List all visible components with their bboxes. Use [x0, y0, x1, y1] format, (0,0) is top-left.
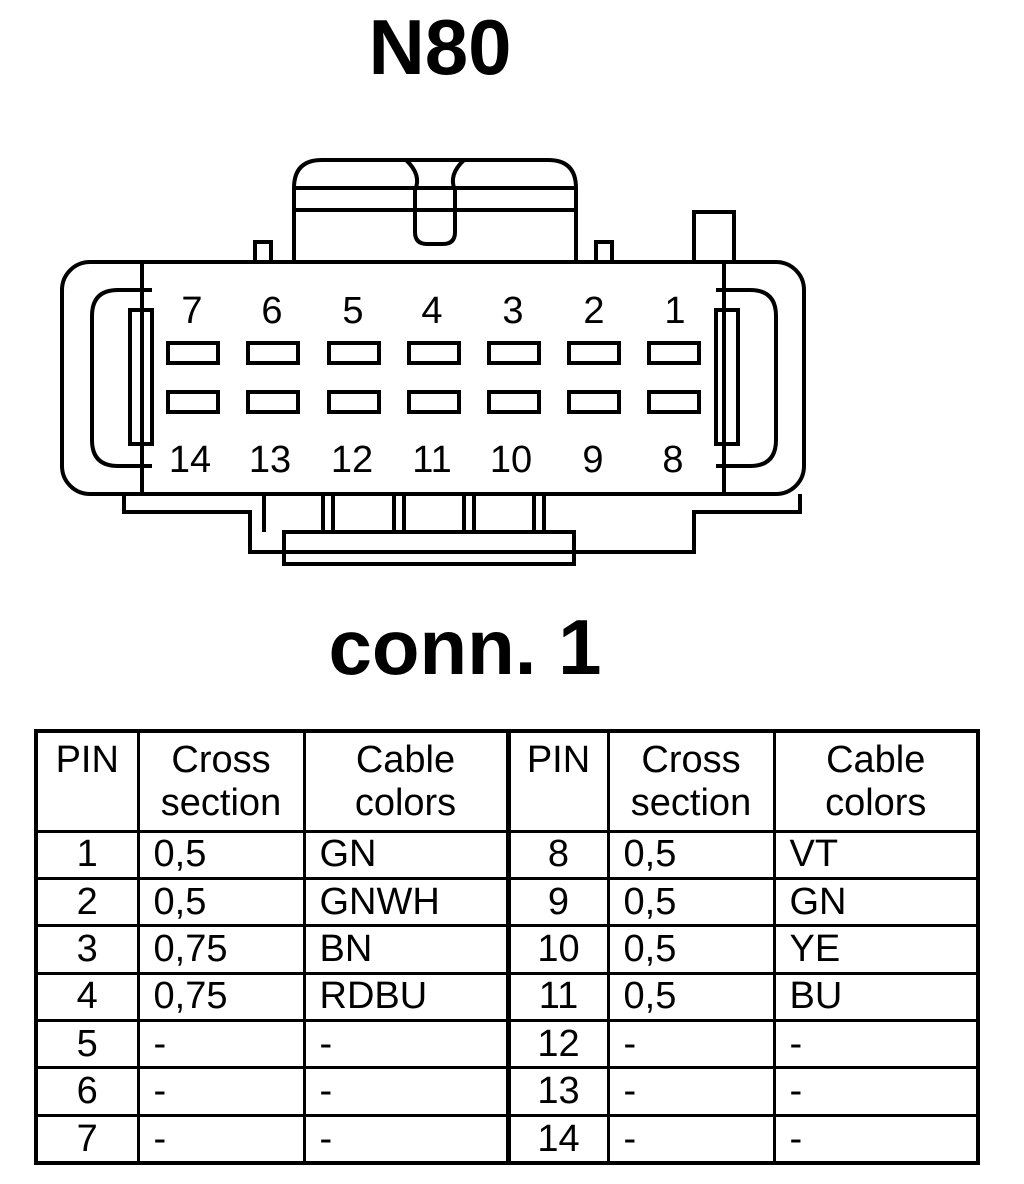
pin-label: 9	[582, 439, 603, 481]
cable-color-cell: -	[302, 1018, 510, 1070]
pin-cell: 1	[34, 829, 140, 880]
cross-section-cell: -	[136, 1066, 306, 1117]
pin-label: 11	[412, 439, 451, 481]
side-lock-right	[716, 288, 778, 468]
side-lock-left	[90, 288, 152, 468]
cable-color-cell: -	[772, 1066, 980, 1117]
cross-section-cell: 0,5	[136, 829, 306, 880]
cross-section-cell: 0,75	[136, 971, 306, 1022]
cross-section-cell: 0,75	[136, 924, 306, 975]
pin-label: 3	[502, 290, 523, 332]
cross-section-cell: -	[606, 1113, 776, 1165]
side-lock-right-tab	[714, 308, 740, 446]
cross-section-cell: -	[606, 1018, 776, 1070]
cable-color-cell: BU	[772, 971, 980, 1022]
pin-label: 4	[421, 290, 442, 332]
cable-color-cell: VT	[772, 829, 980, 880]
header-pin: PIN	[505, 729, 610, 833]
cable-color-cell: RDBU	[302, 971, 510, 1022]
pin-cell: 6	[34, 1066, 140, 1117]
pin-cell: 5	[34, 1018, 140, 1070]
pin-cell: 9	[505, 876, 610, 928]
pin-label: 10	[490, 439, 532, 481]
table-row: 3 0,75 BN 10 0,5 YE	[34, 924, 980, 975]
table-row: 6 - - 13 - -	[34, 1066, 980, 1117]
pin-label: 7	[181, 290, 202, 332]
cable-color-cell: GN	[302, 829, 510, 880]
table-row: 5 - - 12 - -	[34, 1018, 980, 1070]
pin-cell: 13	[505, 1066, 610, 1117]
cable-exit-base	[282, 530, 576, 566]
component-title: N80	[368, 3, 512, 91]
pin-slots-bottom	[166, 390, 701, 414]
cross-section-cell: 0,5	[136, 876, 306, 928]
cross-section-cell: 0,5	[606, 829, 776, 880]
cable-exit-frame	[122, 494, 802, 554]
cable-color-cell: YE	[772, 924, 980, 975]
header-cross-section: Cross section	[606, 729, 776, 833]
connector-label: conn. 1	[328, 603, 602, 691]
pin-cell: 12	[505, 1018, 610, 1070]
pin-label: 12	[331, 439, 373, 481]
header-cable-colors: Cable colors	[302, 729, 510, 833]
pin-cell: 2	[34, 876, 140, 928]
cable-color-cell: -	[772, 1113, 980, 1165]
pin-slots-top	[166, 341, 701, 365]
cable-color-cell: -	[772, 1018, 980, 1070]
pin-label: 6	[261, 290, 282, 332]
peg-left	[253, 240, 273, 264]
cable-color-cell: BN	[302, 924, 510, 975]
connector-pin-face	[140, 260, 726, 496]
pin-cell: 11	[505, 971, 610, 1022]
table-row: 2 0,5 GNWH 9 0,5 GN	[34, 876, 980, 928]
cross-section-cell: 0,5	[606, 924, 776, 975]
connector-drawing: 7 6 5 4 3 2 1 14 13 12 11 10 9 8	[60, 158, 806, 566]
pin-cell: 3	[34, 924, 140, 975]
cross-section-cell: -	[606, 1066, 776, 1117]
pin-cell: 4	[34, 971, 140, 1022]
table-header-row: PIN Cross section Cable colors PIN Cross…	[34, 729, 980, 833]
cross-section-cell: -	[136, 1113, 306, 1165]
cross-section-cell: 0,5	[606, 971, 776, 1022]
pin-label: 13	[249, 439, 291, 481]
side-lock-left-tab	[128, 308, 154, 446]
pin-assignment-table: PIN Cross section Cable colors PIN Cross…	[34, 729, 980, 1165]
table-row: 4 0,75 RDBU 11 0,5 BU	[34, 971, 980, 1022]
header-cross-section: Cross section	[136, 729, 306, 833]
pin-label: 1	[664, 290, 685, 332]
cross-section-cell: 0,5	[606, 876, 776, 928]
pin-cell: 7	[34, 1113, 140, 1165]
connector-top-latch	[292, 158, 578, 262]
pin-label: 2	[583, 290, 604, 332]
header-cable-colors: Cable colors	[772, 729, 980, 833]
pin-label: 5	[342, 290, 363, 332]
cable-color-cell: -	[302, 1113, 510, 1165]
table-row: 1 0,5 GN 8 0,5 VT	[34, 829, 980, 880]
latch-tab	[404, 158, 466, 246]
table-row: 7 - - 14 - -	[34, 1113, 980, 1165]
pin-cell: 8	[505, 829, 610, 880]
pin-label: 14	[169, 439, 211, 481]
cable-color-cell: GNWH	[302, 876, 510, 928]
peg-tall	[692, 210, 736, 264]
pin-label: 8	[662, 439, 683, 481]
pin-cell: 14	[505, 1113, 610, 1165]
peg-right	[594, 240, 614, 264]
cross-section-cell: -	[136, 1018, 306, 1070]
pin-cell: 10	[505, 924, 610, 975]
header-pin: PIN	[34, 729, 140, 833]
cable-color-cell: GN	[772, 876, 980, 928]
cable-color-cell: -	[302, 1066, 510, 1117]
